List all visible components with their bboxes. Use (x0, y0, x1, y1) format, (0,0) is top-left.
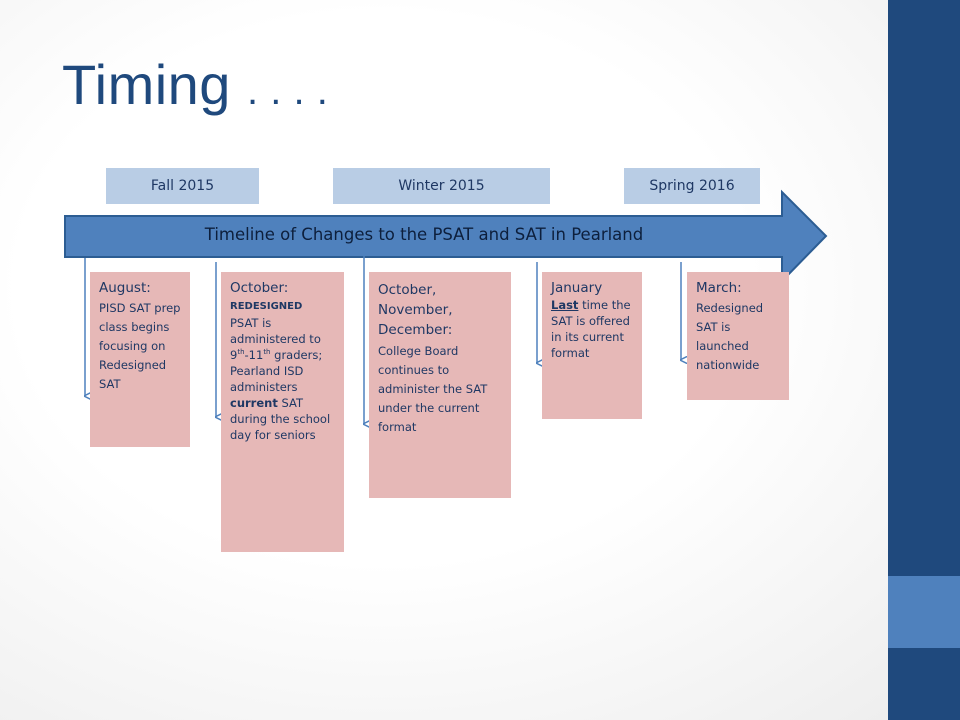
slide-title: Timing . . . . (62, 52, 328, 117)
season-fall-2015: Fall 2015 (106, 168, 259, 204)
event-january-last: Last (551, 298, 579, 312)
event-october-sup-a: th (237, 348, 245, 357)
event-march-heading: March: (696, 280, 742, 296)
event-january-text: Last time the SAT is offered in its curr… (551, 297, 633, 361)
event-march: March: Redesigned SAT is launched nation… (687, 272, 789, 400)
event-january-rest: time the SAT is offered in its current f… (551, 298, 631, 360)
event-october-text-b: -11 (244, 348, 264, 362)
timeline-arrow (64, 189, 828, 284)
slide-title-dots: . . . . (247, 69, 329, 113)
event-october-text-d: SAT during the school day for seniors (230, 396, 331, 442)
event-january-heading: January (551, 280, 603, 296)
event-october-sup-b: th (263, 348, 271, 357)
event-august-text: PISD SAT prep class begins focusing on R… (99, 301, 181, 391)
event-october: October: REDESIGNED PSAT is administered… (221, 272, 344, 552)
event-october-text-c: graders; Pearland ISD administers (230, 348, 323, 394)
season-spring-2016: Spring 2016 (624, 168, 760, 204)
event-october-text-a: PSAT is administered to 9 (230, 316, 321, 362)
event-october-redesigned: REDESIGNED (230, 301, 303, 312)
season-winter-2015: Winter 2015 (333, 168, 550, 204)
event-august: August: PISD SAT prep class begins focus… (90, 272, 190, 447)
timeline-label: Timeline of Changes to the PSAT and SAT … (204, 225, 644, 244)
event-january: January Last time the SAT is offered in … (542, 272, 642, 419)
event-october-text: REDESIGNED PSAT is administered to 9th-1… (230, 297, 335, 443)
event-ond-heading: October, November, December: (378, 282, 453, 338)
event-ond-text: College Board continues to administer th… (378, 344, 488, 434)
event-october-heading: October: (230, 280, 289, 296)
event-october-current: current (230, 396, 278, 410)
event-august-heading: August: (99, 280, 151, 296)
event-march-text: Redesigned SAT is launched nationwide (696, 301, 764, 372)
slide-title-text: Timing (62, 53, 231, 116)
sidebar-accent-light (888, 576, 960, 648)
event-oct-nov-dec: October, November, December: College Boa… (369, 272, 511, 498)
